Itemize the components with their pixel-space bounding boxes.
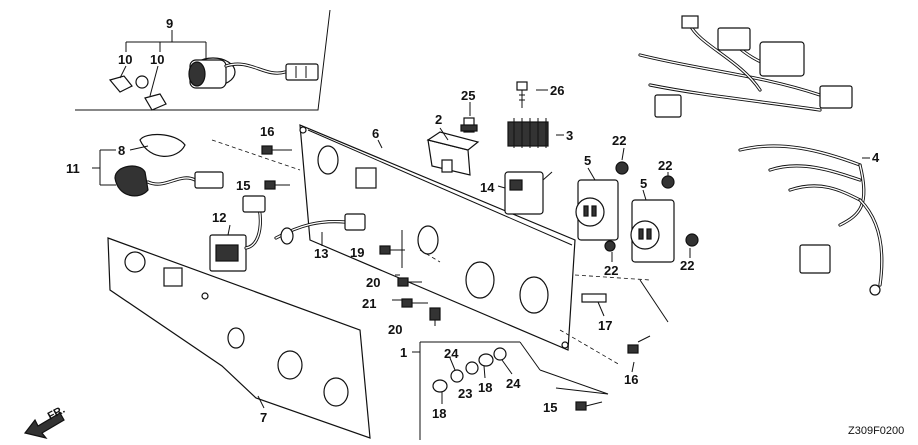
keys <box>108 75 167 111</box>
callout-26: 26 <box>550 83 564 98</box>
ignition-switch <box>188 57 319 89</box>
callout-22: 22 <box>612 133 626 148</box>
callout-10: 10 <box>118 52 132 67</box>
bolt-26 <box>516 81 528 108</box>
callout-19: 19 <box>350 245 364 260</box>
callout-3: 3 <box>566 128 573 143</box>
front-panel-7 <box>107 237 371 439</box>
callout-24: 24 <box>444 346 459 361</box>
breaker-14 <box>504 171 553 215</box>
receptacle-5a <box>575 179 619 241</box>
callout-17: 17 <box>598 318 612 333</box>
callout-2: 2 <box>435 112 442 127</box>
callout-4: 4 <box>872 150 880 165</box>
control-panel-6 <box>299 124 576 351</box>
callout-18: 18 <box>432 406 446 421</box>
bolt-25 <box>460 117 478 133</box>
callout-22: 22 <box>658 158 672 173</box>
callout-14: 14 <box>480 180 495 195</box>
callout-10: 10 <box>150 52 164 67</box>
heatsink-3 <box>507 118 549 148</box>
callout-23: 23 <box>458 386 472 401</box>
callout-labels: 9 10 10 8 11 16 15 6 2 25 26 3 22 22 22 … <box>66 16 880 425</box>
diagram-code: Z309F0200 <box>848 425 904 437</box>
hardware-group-1 <box>419 341 520 440</box>
callout-5: 5 <box>640 176 647 191</box>
leader-lines <box>92 30 870 409</box>
callout-21: 21 <box>362 296 376 311</box>
callout-22: 22 <box>604 263 618 278</box>
callout-15: 15 <box>543 400 557 415</box>
callout-13: 13 <box>314 246 328 261</box>
callout-20: 20 <box>366 275 380 290</box>
callout-25: 25 <box>461 88 475 103</box>
component-2 <box>426 131 480 176</box>
inset-frame <box>75 9 331 111</box>
screws <box>261 145 651 411</box>
guide-lines <box>211 139 669 395</box>
front-direction-arrow <box>23 412 65 439</box>
callout-7: 7 <box>260 410 267 425</box>
callout-8: 8 <box>118 143 125 158</box>
callout-6: 6 <box>372 126 379 141</box>
wire-harness-4 <box>638 15 884 296</box>
nuts-22 <box>604 161 699 252</box>
callout-16: 16 <box>624 372 638 387</box>
callout-20: 20 <box>388 322 402 337</box>
callout-24: 24 <box>506 376 521 391</box>
callout-16: 16 <box>260 124 274 139</box>
choke-knob-assembly <box>114 134 224 197</box>
callout-12: 12 <box>212 210 226 225</box>
callout-1: 1 <box>400 345 407 360</box>
callout-9: 9 <box>166 16 173 31</box>
callout-11: 11 <box>66 161 80 176</box>
callout-22: 22 <box>680 258 694 273</box>
callout-5: 5 <box>584 153 591 168</box>
outlet-12 <box>209 195 366 272</box>
receptacle-5b <box>630 199 675 263</box>
callout-18: 18 <box>478 380 492 395</box>
callout-15: 15 <box>236 178 250 193</box>
